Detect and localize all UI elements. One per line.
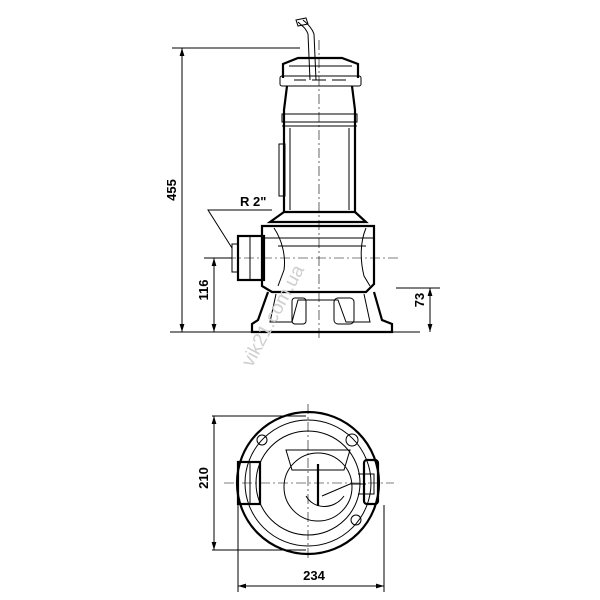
dimension-lines [179, 48, 433, 589]
dim-73-label: 73 [412, 293, 427, 307]
dim-116-label: 116 [196, 280, 211, 301]
plan-view [212, 404, 394, 592]
outlet-thread-label: R 2" [240, 194, 266, 209]
dim-234-label: 234 [303, 568, 325, 583]
side-view [170, 17, 440, 340]
dimension-labels: 455 116 73 210 234 R 2" [164, 179, 427, 583]
dim-210-label: 210 [196, 467, 211, 489]
outlet-leader-line [207, 209, 272, 249]
watermark-text: vik21.com.ua [238, 261, 309, 370]
dim-455-label: 455 [164, 179, 179, 201]
